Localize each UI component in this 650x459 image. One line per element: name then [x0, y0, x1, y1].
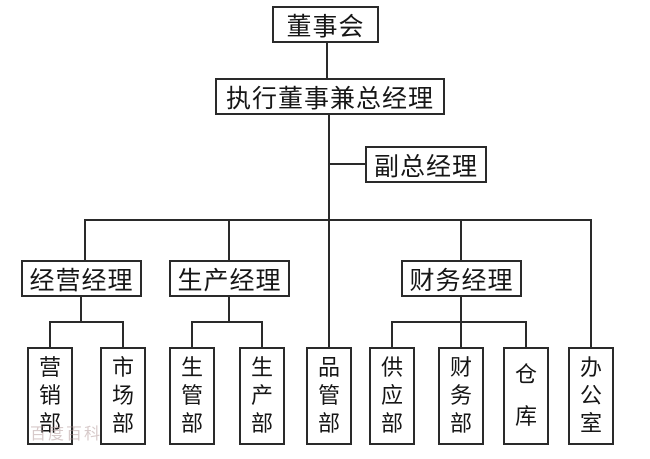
org-node-board: 董事会 [272, 6, 379, 43]
connector [326, 43, 328, 79]
connector [49, 321, 51, 347]
connector [191, 321, 263, 323]
connector [590, 219, 592, 347]
connector [460, 297, 462, 323]
connector [80, 297, 82, 323]
connector [49, 321, 124, 323]
connector [84, 219, 592, 221]
connector [391, 321, 527, 323]
org-node-production-mgmt-dept: 生管部 [169, 347, 215, 445]
org-node-business-manager: 经营经理 [21, 260, 142, 297]
connector [228, 219, 230, 261]
connector [460, 321, 462, 347]
org-node-marketing-dept: 营销部 [27, 347, 73, 445]
org-node-deputy-general-manager: 副总经理 [365, 146, 487, 183]
org-node-executive-director-general-manager: 执行董事兼总经理 [215, 78, 445, 115]
connector [328, 115, 330, 347]
connector [261, 321, 263, 347]
org-node-supply-dept: 供应部 [369, 347, 415, 445]
org-node-quality-control-dept: 品管部 [306, 347, 352, 445]
org-node-warehouse: 仓库 [503, 347, 549, 445]
connector [460, 219, 462, 261]
org-node-production-dept: 生产部 [239, 347, 285, 445]
org-node-production-manager: 生产经理 [169, 260, 290, 297]
org-node-office: 办公室 [568, 347, 614, 445]
connector [228, 297, 230, 323]
connector [330, 163, 366, 165]
org-node-finance-dept: 财务部 [438, 347, 484, 445]
connector [84, 219, 86, 261]
org-node-finance-manager: 财务经理 [401, 260, 522, 297]
org-node-market-dept: 市场部 [100, 347, 146, 445]
connector [122, 321, 124, 347]
connector [191, 321, 193, 347]
connector [525, 321, 527, 347]
connector [391, 321, 393, 347]
